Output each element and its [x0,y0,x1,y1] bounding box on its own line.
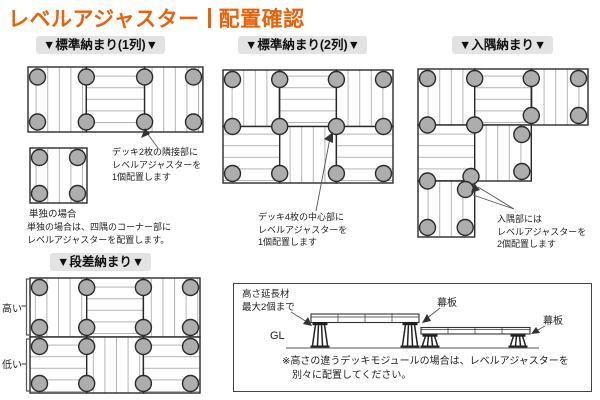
sideview-note: ※高さの違うデッキモジュールの場合は、レベルアジャスターを 別々に配置してくださ… [282,356,569,381]
header-step: ▼段差納まり▼ [50,253,152,271]
single-deck-caption: 単独の場合 [29,209,77,220]
label-high: 高い [2,304,22,315]
level-adjuster-markers [30,278,200,393]
annotation-standard-1row: デッキ2枚の隣接部に レベルアジャスターを 1個配置します [112,147,202,182]
level-adjuster-markers [223,70,393,183]
page-title-left: レベルアジャスター [8,8,200,31]
pedestals [310,322,528,348]
low-deck [420,326,531,335]
single-deck-note: 単独の場合は、四隅のコーナー部に レベルアジャスターを配置します。 [27,222,172,245]
header-inside-corner: ▼入隅納まり▼ [452,36,554,54]
page-title-right: 配置確認 [218,8,305,31]
sideview-box: 高さ延長材 最大2個まで 幕板 幕板 GL ※高さの違うデッキモジュールの場合は… [233,283,592,392]
fascia-label-right: 幕板 [543,316,563,327]
deck-tiles [29,277,201,394]
fascia-label-left: 幕板 [437,298,457,309]
annotation-standard-2row: デッキ4枚の中心部に レベルアジャスターを 1個配置します [258,212,348,247]
step-diagram [21,277,201,394]
sideview-diagram [286,307,546,349]
annotation-arrow [315,132,333,212]
standard-1row-diagram [27,66,204,204]
deck-tiles [417,68,589,238]
row-brackets [21,278,31,392]
header-standard-1row: ▼標準納まり(1列)▼ [36,36,166,54]
high-deck [310,313,420,324]
label-low: 低い [2,360,22,371]
annotation-inside-corner: 入隅部には レベルアジャスターを 2個配置します [497,214,587,249]
callout-arrows [290,307,546,334]
annotation-arrow [141,128,159,149]
level-adjuster-markers [28,68,203,203]
level-adjuster-markers [418,69,588,237]
annotation-arrows [471,183,515,210]
inside-corner-diagram [417,68,589,238]
standard-2row-diagram [222,69,394,212]
extender-label: 高さ延長材 最大2個まで [242,289,295,313]
page-title: レベルアジャスター 配置確認 [8,3,305,33]
deck-tiles [222,69,394,184]
gl-label: GL [270,330,285,342]
title-divider [207,8,211,28]
header-standard-2row: ▼標準納まり(2列)▼ [238,36,368,54]
